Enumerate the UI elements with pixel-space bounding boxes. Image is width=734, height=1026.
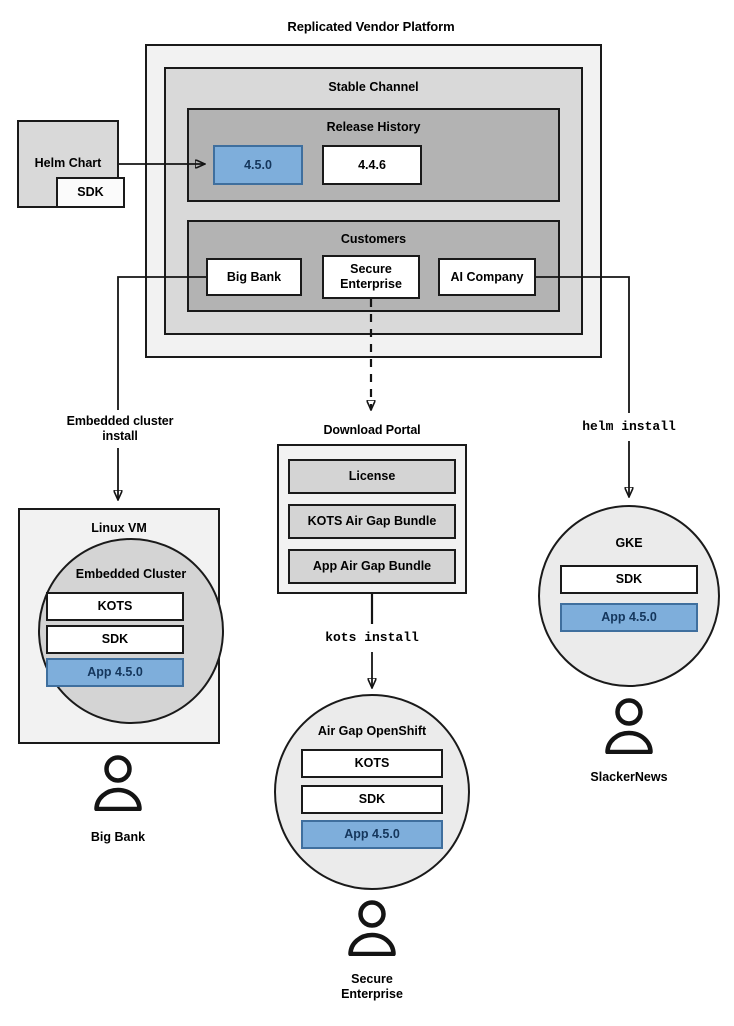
release-version-4-4-6[interactable]: 4.4.6 (322, 145, 422, 185)
edge-label-helm-install: helm install (582, 419, 676, 434)
linuxvm-component-app[interactable]: App 4.5.0 (46, 658, 184, 687)
customer-name: Big Bank (226, 269, 282, 284)
helm-chart-sdk-box[interactable]: SDK (56, 177, 125, 208)
person-icon-secure-enterprise (346, 900, 398, 957)
person-icon-slackernews (603, 698, 655, 755)
edge-label-kots-install: kots install (325, 630, 419, 645)
customer-secure-enterprise[interactable]: Secure Enterprise (322, 255, 420, 299)
artifact-name: License (348, 469, 396, 483)
openshift-component-app[interactable]: App 4.5.0 (301, 820, 443, 849)
artifact-name: App Air Gap Bundle (312, 559, 432, 573)
gke-circle (538, 505, 720, 687)
component-name: SDK (358, 792, 386, 806)
linux-vm-label: Linux VM (91, 521, 147, 535)
artifact-name: KOTS Air Gap Bundle (307, 514, 437, 528)
linuxvm-component-kots[interactable]: KOTS (46, 592, 184, 621)
openshift-component-sdk[interactable]: SDK (301, 785, 443, 814)
edge-label-line2: install (102, 429, 138, 443)
caption-secure-enterprise: Secure Enterprise (292, 972, 452, 1002)
edge-label-line1: Embedded cluster (66, 414, 174, 428)
air-gap-openshift-label: Air Gap OpenShift (317, 724, 427, 738)
component-name: App 4.5.0 (87, 665, 143, 679)
portal-artifact-app-air-gap-bundle[interactable]: App Air Gap Bundle (288, 549, 456, 584)
component-name: KOTS (97, 599, 133, 613)
download-portal-title: Download Portal (323, 423, 421, 437)
person-icon-big-bank (92, 755, 144, 812)
component-name: App 4.5.0 (344, 827, 400, 841)
openshift-component-kots[interactable]: KOTS (301, 749, 443, 778)
release-version-4-5-0[interactable]: 4.5.0 (213, 145, 303, 185)
diagram-title: Replicated Vendor Platform (287, 19, 455, 34)
customer-name: Secure Enterprise (340, 262, 402, 291)
release-history-label: Release History (326, 120, 421, 134)
customers-label: Customers (340, 232, 407, 246)
component-name: SDK (101, 632, 129, 646)
portal-artifact-license[interactable]: License (288, 459, 456, 494)
helm-chart-label: Helm Chart (34, 156, 102, 170)
customer-ai-company[interactable]: AI Company (438, 258, 536, 296)
gke-component-app[interactable]: App 4.5.0 (560, 603, 698, 632)
component-name: App 4.5.0 (601, 610, 657, 624)
linuxvm-component-sdk[interactable]: SDK (46, 625, 184, 654)
portal-artifact-kots-air-gap-bundle[interactable]: KOTS Air Gap Bundle (288, 504, 456, 539)
edge-label-embedded-cluster-install: Embedded cluster install (50, 414, 190, 444)
helm-chart-sdk-label: SDK (77, 185, 104, 199)
caption-big-bank: Big Bank (90, 830, 146, 844)
caption-slackernews: SlackerNews (590, 770, 668, 784)
gke-label: GKE (615, 536, 643, 550)
component-name: KOTS (354, 756, 390, 770)
release-version-label: 4.4.6 (358, 157, 386, 172)
customer-big-bank[interactable]: Big Bank (206, 258, 302, 296)
caption-line1: Secure (351, 972, 393, 986)
caption-line2: Enterprise (341, 987, 403, 1001)
embedded-cluster-label: Embedded Cluster (75, 567, 187, 581)
customer-name: AI Company (450, 269, 524, 284)
gke-component-sdk[interactable]: SDK (560, 565, 698, 594)
release-version-label: 4.5.0 (244, 157, 272, 172)
component-name: SDK (615, 572, 643, 586)
stable-channel-label: Stable Channel (328, 80, 419, 94)
